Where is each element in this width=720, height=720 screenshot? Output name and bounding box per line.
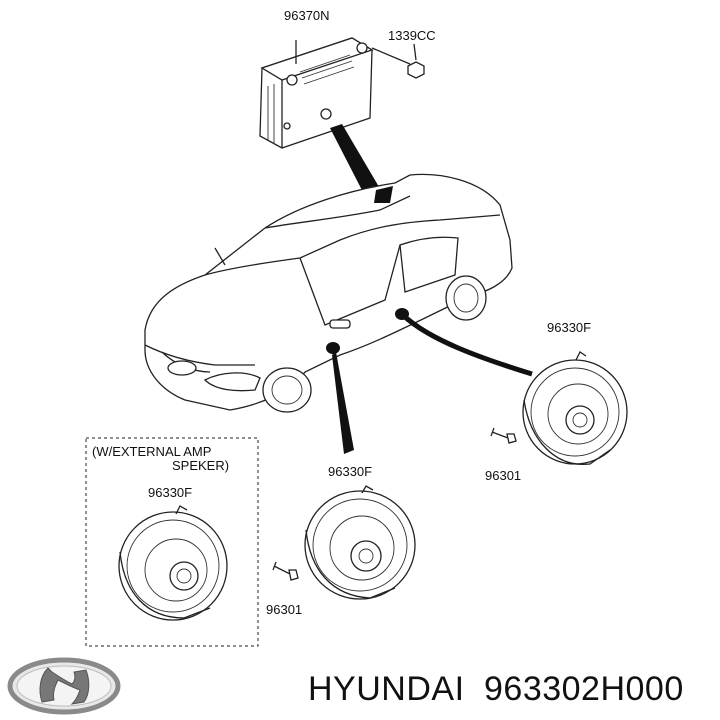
hyundai-logo-icon xyxy=(7,657,121,715)
label-speaker-right: 96330F xyxy=(547,320,591,335)
speaker-right-icon xyxy=(522,351,628,465)
box-note-line1: (W/EXTERNAL AMP xyxy=(92,444,211,459)
speaker-box-icon xyxy=(118,505,228,621)
label-screw-right: 96301 xyxy=(485,468,521,483)
part-number: 963302H000 xyxy=(484,670,684,708)
amplifier-icon xyxy=(259,37,382,198)
external-amp-box xyxy=(85,437,259,647)
label-speaker-front: 96330F xyxy=(328,464,372,479)
screw-right-icon xyxy=(490,427,517,444)
leader-lines xyxy=(332,314,533,454)
car-icon xyxy=(144,173,513,413)
box-note-line2: SPEKER) xyxy=(172,458,229,473)
label-amp-part: 96370N xyxy=(284,8,330,23)
label-speaker-box: 96330F xyxy=(148,485,192,500)
nut-icon xyxy=(371,43,425,79)
speaker-front-icon xyxy=(304,485,416,600)
label-nut-part: 1339CC xyxy=(388,28,436,43)
brand-name: HYUNDAI xyxy=(308,670,465,708)
screw-front-icon xyxy=(272,561,299,581)
label-screw-front: 96301 xyxy=(266,602,302,617)
